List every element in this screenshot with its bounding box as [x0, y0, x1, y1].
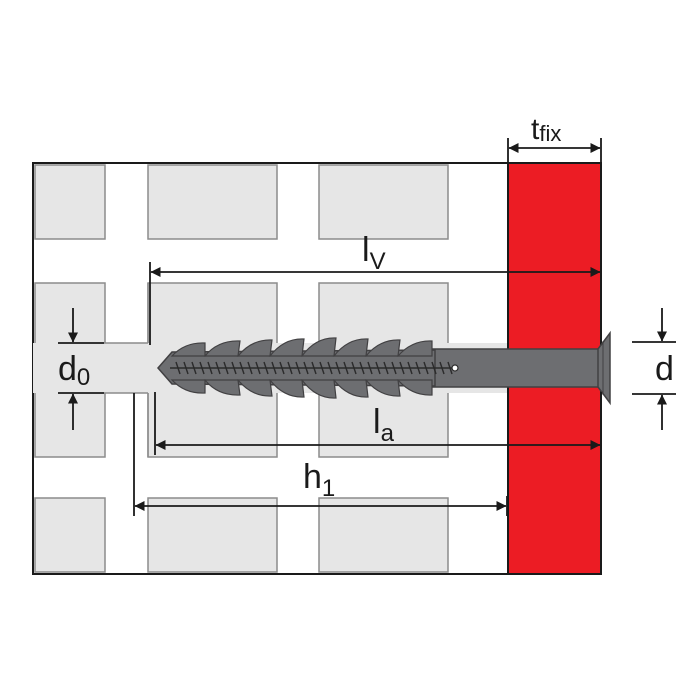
thread-tick: [343, 361, 349, 375]
thread-tick: [223, 361, 229, 375]
anchor-collar: [597, 330, 611, 406]
thread-tick: [207, 361, 213, 375]
brick-chambers: [34, 164, 449, 573]
d-label: d: [655, 350, 674, 388]
h1-label: h1: [303, 458, 335, 502]
thread-tick: [191, 361, 197, 375]
thread-tick: [263, 361, 269, 375]
thread-tick: [383, 361, 389, 375]
lv-label: lV: [362, 231, 386, 275]
thread-tick: [335, 361, 341, 375]
brick-chamber: [318, 164, 449, 240]
thread-tick: [391, 361, 397, 375]
thread-tick: [407, 361, 413, 375]
thread-tick: [351, 361, 357, 375]
thread-tick: [359, 361, 365, 375]
thread-tick: [295, 361, 301, 375]
thread-tick: [279, 361, 285, 375]
thread-tick: [231, 361, 237, 375]
tfix-label: tfix: [531, 113, 561, 146]
anchor-teeth-bottom: [170, 379, 433, 399]
thread-tick: [327, 361, 333, 375]
thread-tick: [439, 361, 445, 375]
screw-tip: [451, 364, 459, 372]
thread-tick: [311, 361, 317, 375]
thread-tick: [431, 361, 437, 375]
thread-tick: [175, 361, 181, 375]
thread-ticks: [175, 361, 453, 375]
thread-tick: [239, 361, 245, 375]
thread-tick: [199, 361, 205, 375]
thread-tick: [415, 361, 421, 375]
brick-chamber: [147, 497, 278, 573]
thread-tick: [447, 361, 453, 375]
thread-tick: [367, 361, 373, 375]
thread-tick: [319, 361, 325, 375]
thread-tick: [287, 361, 293, 375]
brick-chamber: [147, 164, 278, 240]
brick-chamber: [34, 497, 106, 573]
thread-tick: [255, 361, 261, 375]
thread-tick: [399, 361, 405, 375]
plug-anchor-with-screw-icon: [157, 330, 611, 406]
thread-tick: [375, 361, 381, 375]
brick-chamber: [34, 164, 106, 240]
thread-tick: [247, 361, 253, 375]
thread-tick: [303, 361, 309, 375]
anchor-teeth-top: [170, 337, 433, 357]
thread-tick: [271, 361, 277, 375]
la-label: la: [373, 403, 395, 447]
thread-tick: [215, 361, 221, 375]
dimension-lines: [58, 138, 676, 516]
thread-tick: [423, 361, 429, 375]
d0-label: d0: [58, 350, 90, 391]
thread-tick: [183, 361, 189, 375]
brick-chamber: [318, 497, 449, 573]
